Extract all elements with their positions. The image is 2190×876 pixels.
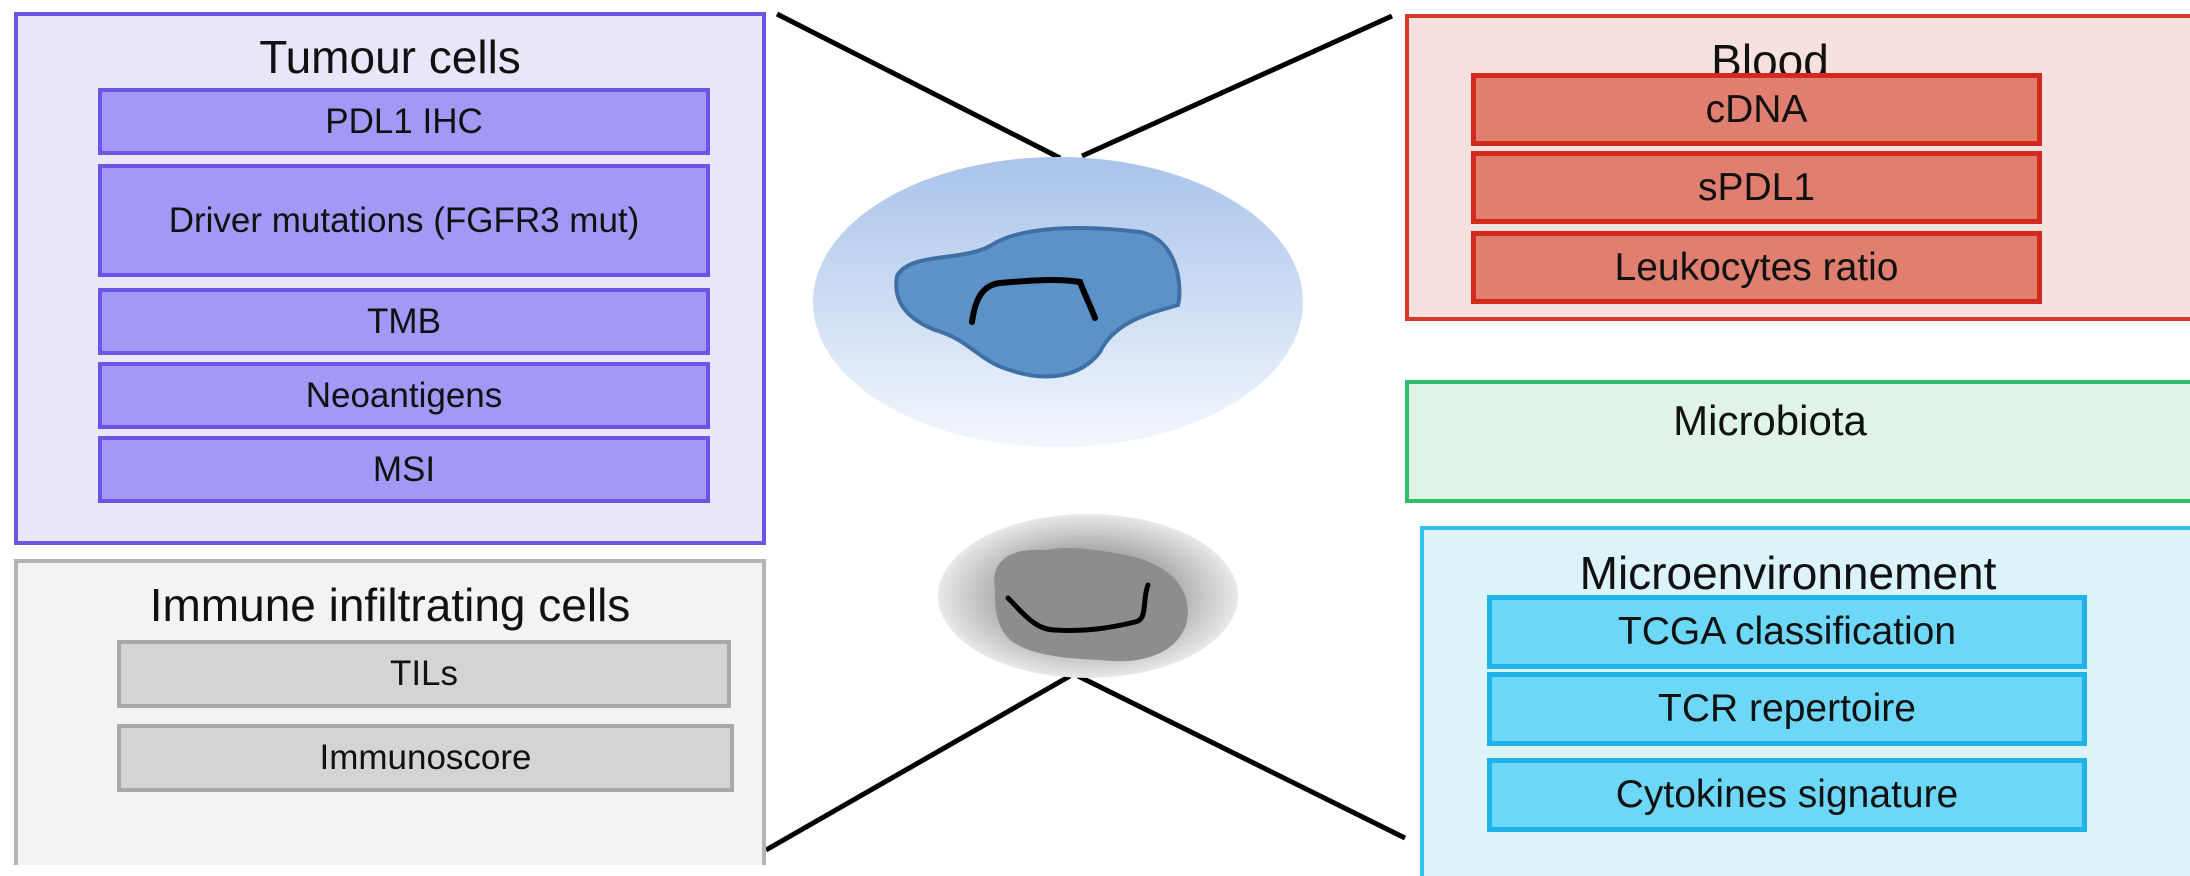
tumour-item-tmb: TMB xyxy=(98,288,710,355)
microenv-item-cytokines-signature: Cytokines signature xyxy=(1487,758,2087,832)
blood-item-leukocytes-ratio: Leukocytes ratio xyxy=(1471,231,2042,304)
immune-item-tils: TILs xyxy=(117,640,731,708)
microbiota-panel: Microbiota xyxy=(1405,380,2190,503)
tumour-cell-icon xyxy=(813,157,1303,447)
blood-item-spdl1: sPDL1 xyxy=(1471,151,2042,224)
tumour-cells-title: Tumour cells xyxy=(259,31,521,83)
connector-lines xyxy=(764,11,1407,853)
immune-cell-icon xyxy=(938,514,1238,678)
connector-line-microenv xyxy=(1076,673,1407,841)
microbiota-title: Microbiota xyxy=(1673,397,1867,444)
immune-item-immunoscore: Immunoscore xyxy=(117,724,734,792)
microenvironment-title: Microenvironnement xyxy=(1579,547,1997,599)
connector-line-tumour xyxy=(775,11,1062,161)
immune-cells-title: Immune infiltrating cells xyxy=(149,579,631,631)
connector-line-immune xyxy=(764,673,1072,853)
connector-line-blood xyxy=(1080,13,1394,159)
microenv-item-tcga-classification: TCGA classification xyxy=(1487,595,2087,669)
blood-item-cdna: cDNA xyxy=(1471,73,2042,146)
tumour-item-driver-mutations: Driver mutations (FGFR3 mut) xyxy=(98,164,710,277)
microenv-item-tcr-repertoire: TCR repertoire xyxy=(1487,672,2087,746)
microenvironment-panel: Microenvironnement TCGA classification T… xyxy=(1420,526,2190,876)
tumour-cells-panel: Tumour cells PDL1 IHC Driver mutations (… xyxy=(14,12,766,545)
tumour-item-pdl1-ihc: PDL1 IHC xyxy=(98,88,710,155)
blood-panel: Blood cDNA sPDL1 Leukocytes ratio xyxy=(1405,14,2190,321)
tumour-item-neoantigens: Neoantigens xyxy=(98,362,710,429)
immune-cells-panel: Immune infiltrating cells TILs Immunosco… xyxy=(14,559,766,865)
tumour-item-msi: MSI xyxy=(98,436,710,503)
